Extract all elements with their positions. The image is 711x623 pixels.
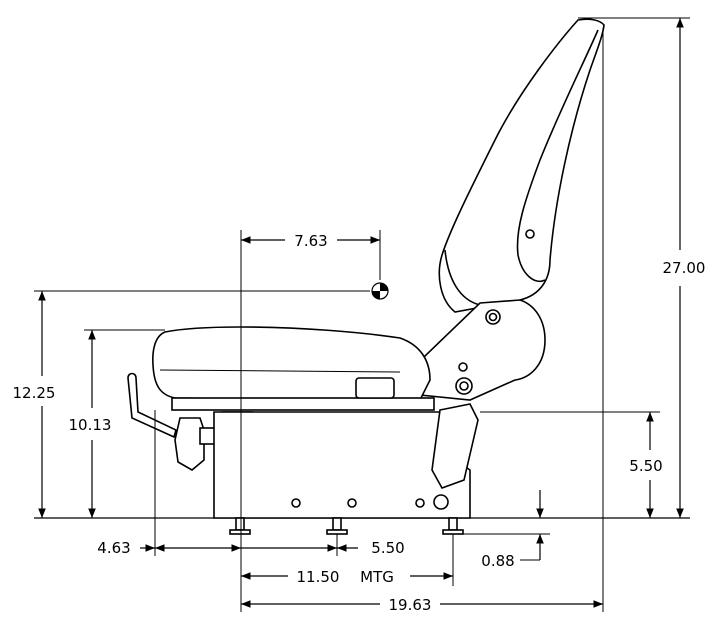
hinge-plate — [398, 299, 546, 401]
dim-label-mount-offset: 5.50 — [371, 539, 404, 557]
backrest-lower-curve — [444, 249, 481, 306]
mounting-studs — [229, 517, 464, 535]
dim-label-seat-depth-to-cg: 7.63 — [294, 232, 327, 250]
base-housing — [213, 411, 471, 519]
backrest-inner-line — [516, 29, 599, 282]
release-handle — [355, 377, 395, 399]
dim-label-overall-depth: 19.63 — [389, 596, 432, 614]
dimension-lines — [38, 18, 684, 608]
recline-arm — [431, 403, 479, 489]
center-of-gravity-symbol — [371, 282, 389, 300]
backrest-screw — [525, 229, 535, 239]
dim-label-lever-offset: 4.63 — [97, 539, 130, 557]
dimension-labels: 7.63 27.00 12.25 10.13 5.50 4.63 5.50 0.… — [13, 232, 706, 614]
dim-label-cg-height: 12.25 — [13, 384, 56, 402]
adjust-knob — [174, 417, 205, 471]
extension-lines — [34, 17, 690, 612]
dim-label-overall-height: 27.00 — [663, 259, 706, 277]
side-lever — [127, 372, 177, 439]
backrest-outer — [438, 18, 605, 313]
dim-label-seat-height: 10.13 — [69, 416, 112, 434]
seat-illustration — [34, 18, 690, 535]
dim-label-mounting-suffix: MTG — [360, 568, 394, 586]
seat-pan — [171, 397, 435, 411]
dim-label-mount-height: 5.50 — [629, 457, 662, 475]
dim-label-rail-height: 0.88 — [481, 552, 514, 570]
hinge-hole — [458, 362, 468, 372]
dim-label-mounting-width: 11.50 — [297, 568, 340, 586]
